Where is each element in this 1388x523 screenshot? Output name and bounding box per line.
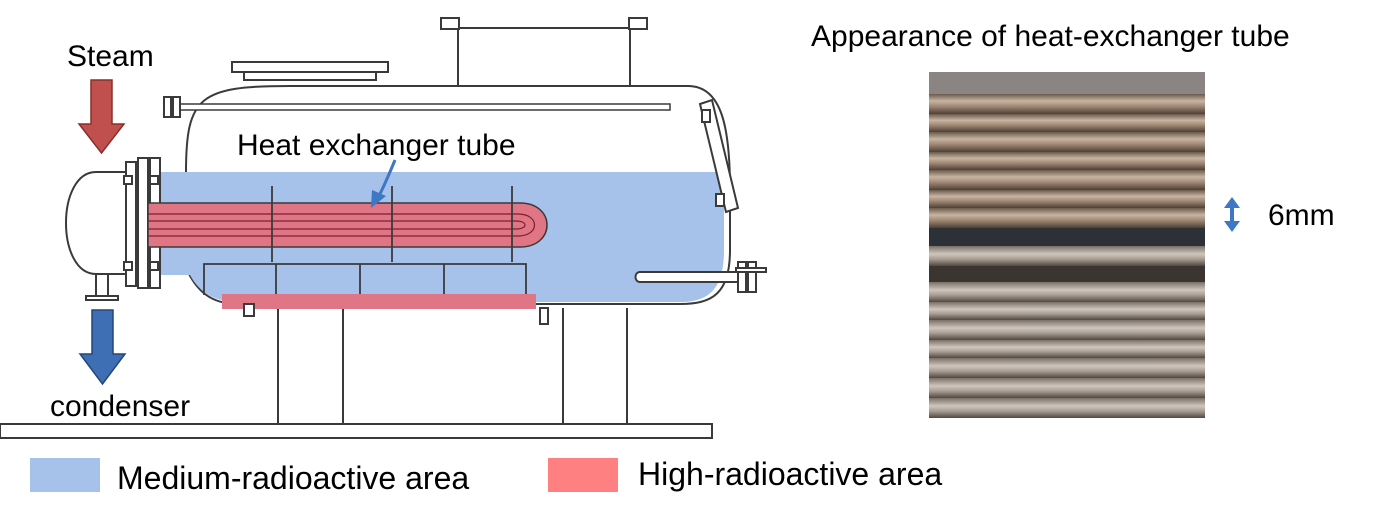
top-flange bbox=[231, 61, 389, 81]
tube-support-plates bbox=[271, 186, 513, 262]
condenser-arrow-icon bbox=[78, 309, 127, 386]
bottom-sludge-region bbox=[222, 294, 536, 309]
u-tube-bundle bbox=[147, 202, 548, 248]
legend-high-swatch bbox=[548, 458, 618, 492]
steam-arrow-icon bbox=[77, 79, 126, 155]
steam-label: Steam bbox=[67, 40, 154, 73]
legend-high-label: High-radioactive area bbox=[638, 456, 943, 492]
bottom-nozzles bbox=[243, 303, 549, 325]
channel-head bbox=[65, 157, 161, 289]
lower-baffles bbox=[203, 263, 527, 297]
right-side-door bbox=[698, 98, 740, 214]
internal-spray-pipe bbox=[179, 103, 671, 111]
drain-nozzle bbox=[85, 274, 119, 301]
legend-medium-swatch bbox=[30, 458, 100, 492]
heat-exchanger-tube-label: Heat exchanger tube bbox=[237, 129, 516, 162]
u-tube-lines bbox=[148, 213, 535, 237]
double-arrow-vertical-icon bbox=[1224, 197, 1240, 232]
base-platform bbox=[0, 423, 713, 439]
condenser-label: condenser bbox=[50, 390, 191, 423]
tube-size-label: 6mm bbox=[1268, 199, 1335, 232]
tube-photo bbox=[929, 72, 1205, 418]
tube-pointer-arrow-icon bbox=[371, 159, 397, 208]
top-manway-nozzle bbox=[440, 17, 648, 85]
left-pipe-flange bbox=[163, 96, 181, 118]
right-outlet-pipe bbox=[634, 261, 767, 293]
support-legs bbox=[277, 308, 628, 424]
photo-title: Appearance of heat-exchanger tube bbox=[811, 20, 1290, 53]
legend-medium-label: Medium-radioactive area bbox=[117, 460, 470, 496]
